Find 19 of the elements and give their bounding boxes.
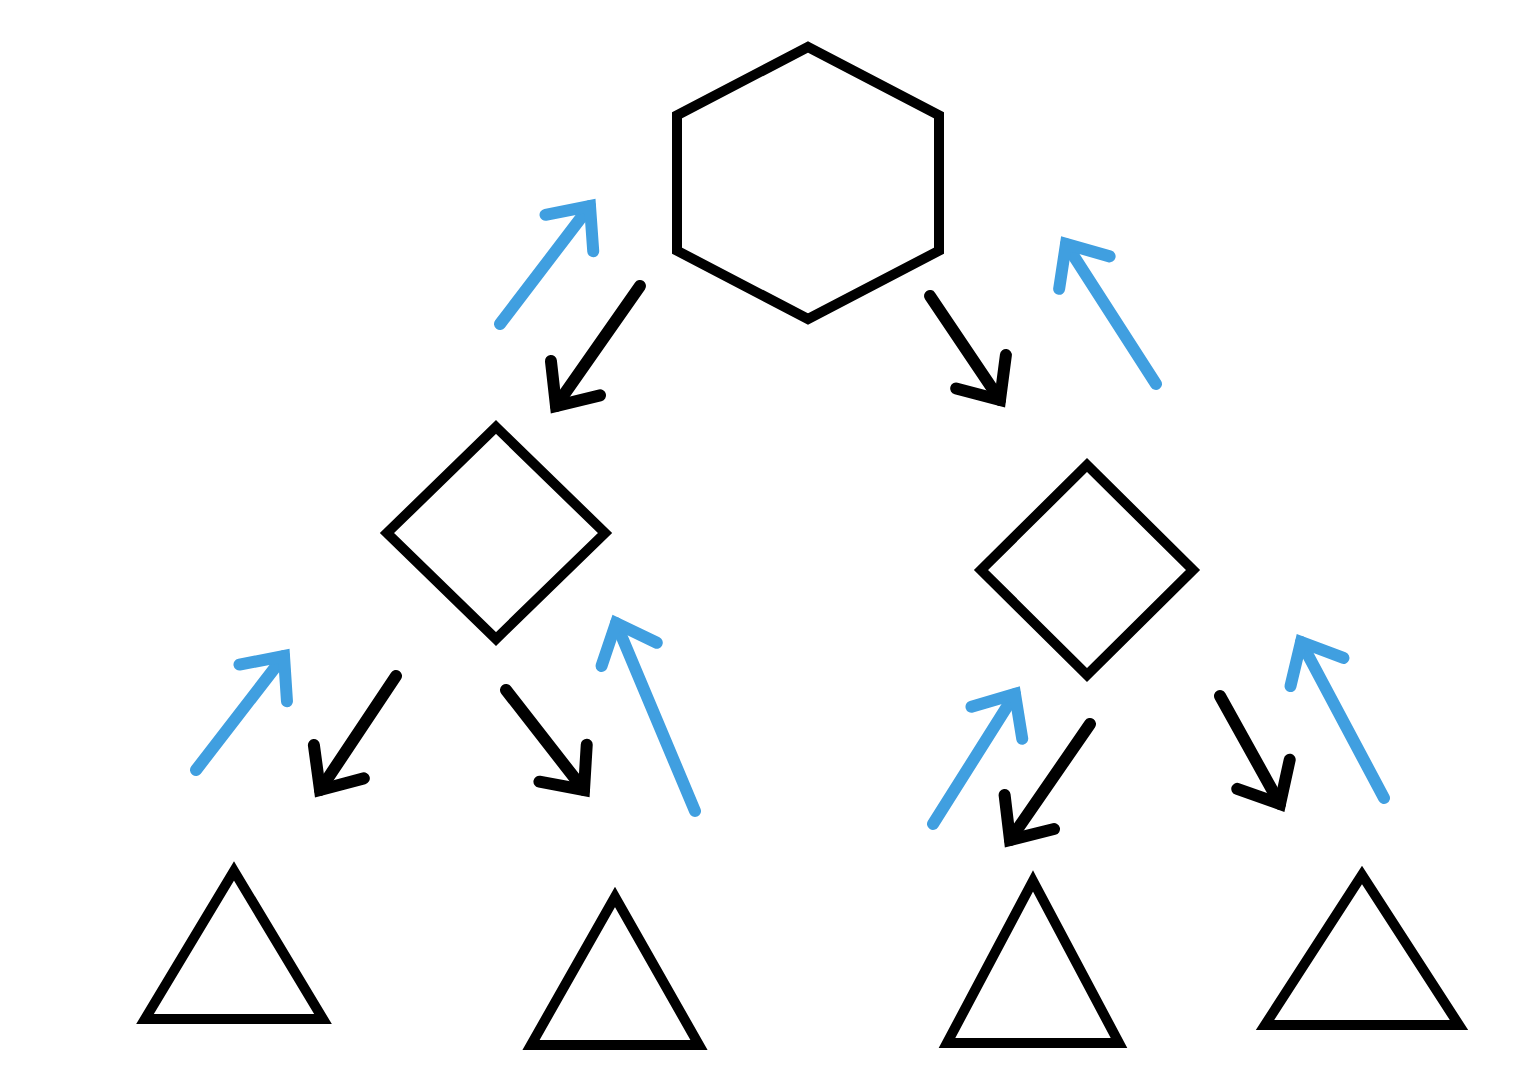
triangle-node [138,864,330,1026]
arrow [307,670,402,796]
arrow [1214,690,1296,810]
arrow [500,684,593,796]
arrow [544,280,646,412]
hexagon-node [672,42,944,324]
arrow [927,688,1029,830]
arrow [1053,238,1162,390]
arrow [1284,636,1390,804]
arrow [190,650,293,776]
diamond-node [974,458,1200,682]
triangle-node [524,890,706,1052]
arrow [595,617,701,817]
arrow [924,290,1012,406]
arrow [998,718,1096,846]
diamond-node [380,420,612,646]
arrow [494,200,600,330]
triangle-node [940,874,1126,1050]
triangle-node [1258,868,1466,1032]
